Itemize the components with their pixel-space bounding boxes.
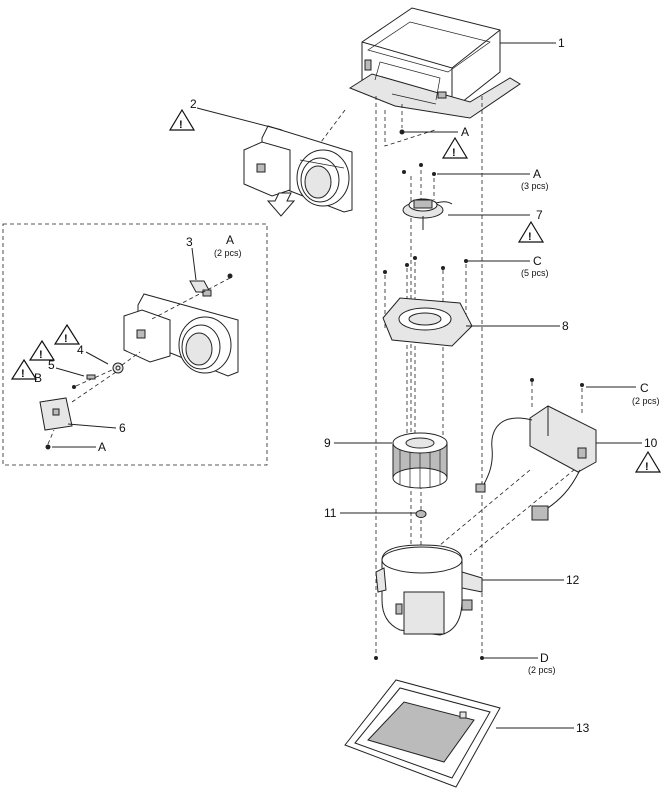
svg-text:!: ! bbox=[64, 333, 68, 345]
svg-text:!: ! bbox=[39, 349, 43, 361]
svg-text:!: ! bbox=[452, 147, 456, 159]
part-3-damper-clip bbox=[189, 280, 212, 297]
screw-label-c-right: C bbox=[640, 381, 649, 395]
callout-9: 9 bbox=[324, 436, 331, 450]
down-arrow-icon bbox=[266, 192, 296, 217]
inset-detail-box bbox=[2, 223, 268, 466]
screw-b bbox=[72, 385, 76, 389]
screw-qty-d: (2 pcs) bbox=[528, 665, 556, 675]
warning-triangle-icon: ! bbox=[10, 358, 38, 380]
screw-qty-a-inset: (2 pcs) bbox=[214, 248, 242, 258]
screw-label-b: B bbox=[34, 371, 42, 385]
warning-triangle-icon: ! bbox=[517, 220, 545, 243]
svg-text:!: ! bbox=[179, 119, 183, 131]
callout-4: 4 bbox=[77, 343, 84, 357]
warning-triangle-icon: ! bbox=[634, 450, 662, 473]
callout-2: 2 bbox=[190, 97, 197, 111]
svg-text:!: ! bbox=[528, 231, 532, 243]
part-2-duct-adapter bbox=[243, 125, 353, 213]
screw bbox=[530, 378, 534, 382]
callout-10: 10 bbox=[644, 436, 658, 450]
screw bbox=[402, 170, 406, 174]
screw bbox=[413, 256, 417, 260]
part-11-nut bbox=[415, 510, 427, 518]
screw-d bbox=[480, 656, 484, 660]
callout-13: 13 bbox=[576, 721, 590, 735]
screw bbox=[419, 163, 423, 167]
screw bbox=[432, 172, 436, 176]
part-8-mounting-plate bbox=[382, 297, 473, 347]
part-5-pin bbox=[86, 374, 96, 380]
screw-a-inset-bottom bbox=[45, 444, 51, 450]
part-9-blower-wheel bbox=[392, 432, 448, 489]
screw-label-a-inset-bottom: A bbox=[98, 440, 106, 454]
warning-triangle-icon: ! bbox=[441, 136, 469, 159]
screw-qty-c-right: (2 pcs) bbox=[632, 396, 660, 406]
part-1-housing bbox=[348, 7, 521, 119]
callout-6: 6 bbox=[119, 421, 126, 435]
screw-d bbox=[374, 656, 378, 660]
warning-triangle-icon: ! bbox=[28, 339, 56, 361]
callout-5: 5 bbox=[48, 358, 55, 372]
part-13-grille bbox=[344, 679, 501, 788]
screw-label-a-main: A bbox=[461, 125, 469, 139]
screw-c-right bbox=[580, 383, 584, 387]
screw-label-d: D bbox=[540, 651, 549, 665]
screw-label-c-top: C bbox=[533, 254, 542, 268]
callout-1: 1 bbox=[558, 36, 565, 50]
part-10-wiring-assembly bbox=[475, 405, 597, 521]
screw-label-a-inset: A bbox=[226, 233, 234, 247]
callout-3: 3 bbox=[186, 235, 193, 249]
screw-a-inset bbox=[227, 273, 233, 279]
svg-text:!: ! bbox=[645, 461, 649, 473]
inset-duct-adapter bbox=[123, 293, 239, 377]
callout-8: 8 bbox=[562, 319, 569, 333]
screw-qty-a-top: (3 pcs) bbox=[521, 181, 549, 191]
screw bbox=[441, 266, 445, 270]
warning-triangle-icon: ! bbox=[168, 108, 196, 131]
callout-11: 11 bbox=[324, 506, 337, 520]
screw bbox=[383, 270, 387, 274]
callout-12: 12 bbox=[566, 573, 580, 587]
screw bbox=[405, 263, 409, 267]
screw bbox=[464, 259, 468, 263]
part-7-motor bbox=[402, 198, 453, 230]
screw-a-main bbox=[399, 129, 405, 135]
callout-7: 7 bbox=[536, 208, 543, 222]
part-12-scroll-housing bbox=[375, 544, 483, 636]
svg-text:!: ! bbox=[21, 368, 25, 380]
warning-triangle-icon: ! bbox=[53, 323, 81, 345]
part-6-cover-plate bbox=[39, 397, 73, 431]
screw-label-a-top: A bbox=[533, 167, 541, 181]
screw-qty-c-top: (5 pcs) bbox=[521, 268, 549, 278]
part-4-spring bbox=[112, 351, 141, 374]
